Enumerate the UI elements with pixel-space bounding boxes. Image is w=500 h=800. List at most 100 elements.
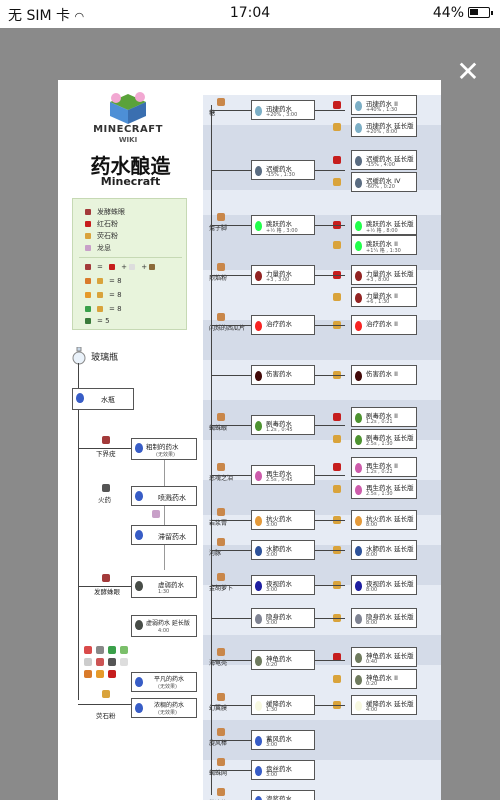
- connector: [315, 550, 345, 551]
- connector: [315, 325, 345, 326]
- glowstone-icon: [85, 233, 91, 239]
- upgrade-node[interactable]: 治疗药水 II: [351, 315, 417, 335]
- potion-icon: [355, 271, 362, 281]
- legend-recipe: = 8: [85, 291, 122, 301]
- page-subtitle: Minecraft: [100, 175, 161, 188]
- ingredient-label: 河豚: [209, 550, 222, 557]
- potion-effect: 0:20: [366, 681, 378, 687]
- potion-icon: [355, 546, 362, 556]
- potion-name: 迅捷药水 II: [366, 100, 398, 108]
- ingredient-icon: [217, 648, 225, 656]
- potion-node[interactable]: 渗浆药水: [251, 790, 315, 800]
- upgrade-node[interactable]: 迅捷药水 延长版+20% , 8:00: [351, 117, 417, 137]
- connector: [211, 550, 251, 551]
- potion-effect: 1.2s , 0:22: [366, 469, 393, 475]
- potion-name: 力量药水: [266, 270, 292, 278]
- potion-name: 治疗药水 II: [366, 320, 398, 328]
- glowstone-icon: [333, 293, 341, 301]
- potion-name: 缓降药水 延长版: [366, 700, 414, 708]
- thick-potion-node: 浓稠的药水 (无效果): [131, 698, 197, 718]
- upgrade-node[interactable]: 迟缓药水 延长版-15% , 4:00: [351, 150, 417, 170]
- ingredient-icon: [217, 728, 225, 736]
- emerald-icon: [85, 318, 91, 324]
- wiki-logo: MINECRAFT WIKI: [88, 90, 168, 144]
- ingredient-label: 恶魂之泪: [209, 475, 234, 482]
- upgrade-node[interactable]: 迟缓药水 IV-60% , 0:20: [351, 172, 417, 192]
- potion-node[interactable]: 力量药水+3 , 3:00: [251, 265, 315, 285]
- connector: [211, 705, 251, 706]
- potion-node[interactable]: 迅捷药水+20% , 3:00: [251, 100, 315, 120]
- potion-name: 剧毒药水 II: [366, 412, 398, 420]
- weakness-potion-node: 虚弱药水 1:30: [131, 576, 197, 598]
- potion-icon: [135, 620, 143, 630]
- upgrade-node[interactable]: 伤害药水 II: [351, 365, 417, 385]
- potion-icon: [255, 471, 262, 481]
- clock: 17:04: [229, 5, 271, 21]
- ingredient-label: 幻翼膜: [209, 705, 228, 712]
- ingredient-icon: [217, 538, 225, 546]
- potion-icon: [255, 581, 262, 591]
- potion-name: 夜视药水: [266, 580, 292, 588]
- potion-effect: 2.5s , 1:30: [366, 441, 393, 447]
- splash-potion-icon: [135, 491, 143, 501]
- glowstone-icon: [333, 241, 341, 249]
- ingredient-label: 金胡萝卜: [209, 585, 234, 592]
- upgrade-node[interactable]: 力量药水 II+6 , 1:30: [351, 287, 417, 307]
- brewing-chart[interactable]: MINECRAFT WIKI 药水酿造 Minecraft 发酵蛛眼 红石粉 荧…: [58, 80, 441, 800]
- connector: [315, 520, 345, 521]
- potion-name: 夜视药水 延长版: [366, 580, 414, 588]
- potion-name: 神龟药水 延长版: [366, 652, 414, 660]
- connector: [78, 586, 131, 587]
- ingredient-label: 旋风棒: [209, 740, 228, 747]
- ingredient-icon: [96, 658, 104, 666]
- potion-node[interactable]: 治疗药水: [251, 315, 315, 335]
- upgrade-node[interactable]: 迅捷药水 II+40% , 1:30: [351, 95, 417, 115]
- potion-name: 抗火药水 延长版: [366, 515, 414, 523]
- ingredient-label: 蜘蛛眼: [209, 425, 228, 432]
- potion-node[interactable]: 跳跃药水+½ 格 , 3:00: [251, 215, 315, 235]
- connector: [211, 770, 251, 771]
- upgrade-node[interactable]: 跳跃药水 II+1¼ 格 , 1:30: [351, 235, 417, 255]
- weakness-ext-potion-node: 虚弱药水 延长版 4:00: [131, 615, 197, 637]
- potion-effect: +½ 格 , 3:00: [266, 228, 298, 234]
- potion-icon: [355, 701, 362, 711]
- close-icon[interactable]: ✕: [456, 55, 480, 88]
- glowstone-icon: [333, 123, 341, 131]
- connector: [78, 704, 131, 705]
- connector: [315, 375, 345, 376]
- potion-node[interactable]: 迟缓药水-15% , 1:30: [251, 160, 315, 180]
- legend-item: 发酵蛛眼: [85, 207, 125, 217]
- slime-icon: [85, 306, 91, 312]
- connector: [315, 475, 345, 476]
- dragon-breath-icon: [152, 510, 160, 518]
- upgrade-node[interactable]: 跳跃药水 延长版+½ 格 , 8:00: [351, 215, 417, 235]
- potion-node[interactable]: 伤害药水: [251, 365, 315, 385]
- legend-item: 龙息: [85, 243, 111, 253]
- potion-icon: [255, 166, 262, 176]
- upgrade-node[interactable]: 力量药水 延长版+3 , 8:00: [351, 265, 417, 285]
- connector: [315, 585, 345, 586]
- ingredient-icon: [217, 463, 225, 471]
- sugar-icon: [129, 264, 136, 270]
